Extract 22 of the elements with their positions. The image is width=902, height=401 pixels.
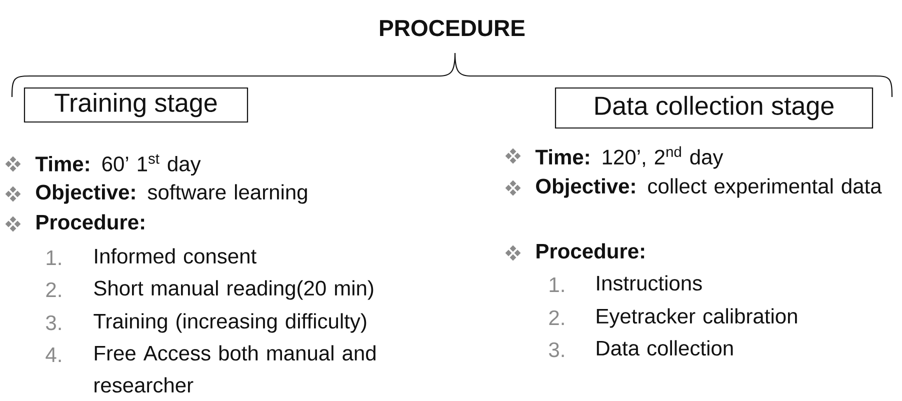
list-item: Data collection bbox=[596, 340, 733, 356]
list-number: 3. bbox=[549, 342, 564, 358]
list-item: Informed consent bbox=[95, 248, 256, 264]
list-item: Short manual reading(20 min) bbox=[94, 280, 374, 300]
title: PROCEDURE bbox=[380, 20, 525, 36]
list-item: Instructions bbox=[597, 275, 702, 291]
list-item: Procedure: bbox=[536, 243, 644, 259]
stage-box: Training stage bbox=[24, 87, 248, 123]
list-item: Training (increasing difficulty) bbox=[94, 313, 366, 333]
list-number: 1. bbox=[550, 278, 564, 292]
list-number: 1. bbox=[46, 250, 61, 265]
list-item: Objective: software learning bbox=[36, 184, 307, 204]
list-number: 4. bbox=[46, 348, 61, 362]
list-number: 2. bbox=[549, 310, 564, 325]
list-number: 3. bbox=[46, 315, 61, 330]
stage-box: Data collection stage bbox=[554, 87, 874, 129]
list-item: Time: 60’ 1$^{st}$ day bbox=[35, 154, 201, 176]
list-item: Objective: collect experimental data bbox=[536, 178, 882, 198]
list-item: Eyetracker calibration bbox=[596, 308, 797, 328]
list-number: 2. bbox=[46, 282, 61, 297]
list-item: Procedure: bbox=[36, 214, 144, 230]
list-item: Free Access both manual and researcher bbox=[94, 345, 376, 393]
